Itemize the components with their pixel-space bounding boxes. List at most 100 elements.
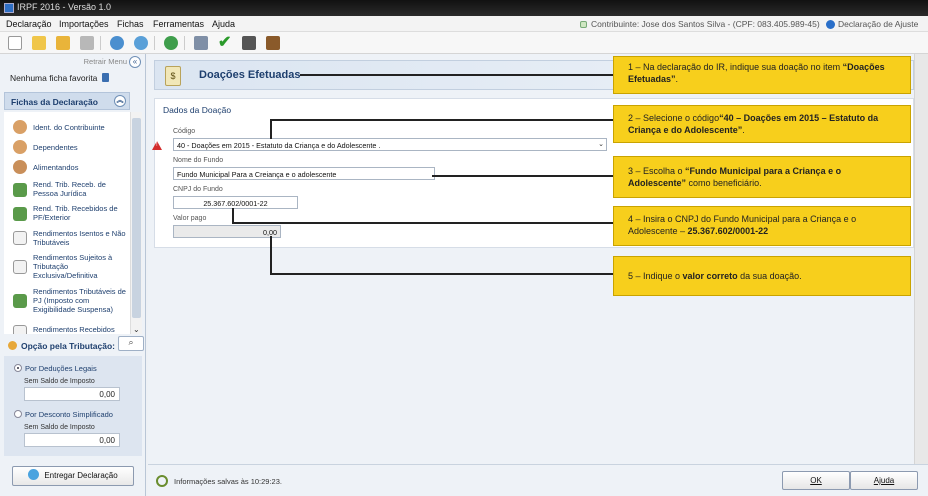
open-icon[interactable] (32, 36, 46, 50)
menu-ajuda[interactable]: Ajuda (212, 19, 236, 29)
toolbar-separator (154, 36, 155, 50)
sidebar-scrollbar[interactable]: ⌄ (130, 112, 142, 334)
sidebar-item-rend-pf-exterior[interactable]: Rend. Trib. Recebidos de PF/Exterior (4, 202, 130, 226)
contribuinte-text: Contribuinte: Jose dos Santos Silva - (C… (591, 19, 820, 29)
cnpj-input[interactable]: 25.367.602/0001-22 (173, 196, 298, 209)
callout-text: 4 – Insira o CNPJ do Fundo Municipal par… (628, 214, 857, 236)
info-icon (826, 20, 835, 29)
menu-fichas[interactable]: Fichas (117, 19, 144, 29)
saved-check-icon (156, 475, 168, 487)
callout-5: 5 – Indique o valor correto da sua doaçã… (613, 256, 911, 296)
sidebar-item-rend-isentos[interactable]: Rendimentos Isentos e Não Tributáveis (4, 226, 130, 250)
print-icon[interactable] (194, 36, 208, 50)
money-icon (13, 183, 27, 197)
collapse-menu-icon[interactable]: « (129, 56, 141, 68)
main-scrollbar[interactable] (914, 54, 928, 464)
connector-line (270, 119, 613, 121)
callout-text: 3 – Escolha o (628, 166, 686, 176)
sidebar-item-label: Rendimentos Isentos e Não Tributáveis (33, 229, 126, 247)
callout-text: como beneficiário. (686, 178, 762, 188)
gear-icon (8, 341, 17, 350)
radio-label: Por Desconto Simplificado (25, 410, 113, 419)
menu-ferramentas[interactable]: Ferramentas (153, 19, 205, 29)
ok-button[interactable]: OK (782, 471, 850, 490)
connector-line (232, 222, 613, 224)
saldo-label: Sem Saldo de Imposto (24, 424, 95, 431)
import2-icon[interactable] (134, 36, 148, 50)
sidebar-item-alimentandos[interactable]: Alimentandos (4, 158, 130, 178)
sidebar-item-rend-acumuladamente[interactable]: Rendimentos Recebidos Acumuladamente (4, 322, 130, 334)
sidebar-item-label: Rend. Trib. Recebidos de PF/Exterior (33, 204, 118, 222)
sidebar-item-ident-contribuinte[interactable]: Ident. do Contribuinte (4, 118, 130, 138)
sidebar-item-rend-pj[interactable]: Rend. Trib. Receb. de Pessoa Jurídica (4, 178, 130, 202)
callout-bold: 25.367.602/0001-22 (687, 226, 769, 236)
radio-desconto-simplificado[interactable]: Por Desconto Simplificado (14, 410, 113, 419)
fichas-header[interactable]: Fichas da Declaração ︽ (4, 92, 130, 110)
contribuinte-info: Contribuinte: Jose dos Santos Silva - (C… (580, 19, 820, 29)
sidebar-item-label: Rendimentos Tributáveis de PJ (Imposto c… (33, 287, 126, 314)
codigo-dropdown[interactable]: 40 - Doações em 2015 - Estatuto da Crian… (173, 138, 607, 151)
globe-icon (28, 469, 40, 480)
sidebar-item-dependentes[interactable]: Dependentes (4, 138, 130, 158)
retrair-menu-label[interactable]: Retrair Menu (83, 57, 127, 66)
search-button[interactable]: ⌕ (118, 336, 144, 351)
radio-selected-icon[interactable] (14, 364, 22, 372)
fichas-title: Fichas da Declaração (11, 97, 98, 107)
chevron-down-icon[interactable]: ⌄ (133, 325, 140, 334)
saldo-label: Sem Saldo de Imposto (24, 378, 95, 385)
valor-label: Valor pago (173, 215, 207, 222)
callout-text: 1 – Na declaração do IR, indique sua doa… (628, 62, 843, 72)
valor-input[interactable]: 0,00 (173, 225, 281, 238)
chevron-down-icon[interactable]: ⌄ (598, 141, 604, 148)
callout-3: 3 – Escolha o “Fundo Municipal para a Cr… (613, 156, 911, 198)
dependents-icon (13, 140, 27, 154)
fundo-label: Nome do Fundo (173, 157, 224, 164)
sidebar-item-rend-exclusiva[interactable]: Rendimentos Sujeitos à Tributação Exclus… (4, 250, 130, 284)
declaracao-ajuste[interactable]: Declaração de Ajuste (826, 19, 918, 29)
delete-icon[interactable] (80, 36, 94, 50)
callout-text: . (742, 125, 745, 135)
callout-text: 2 – Selecione o código (628, 113, 720, 123)
import-icon[interactable] (110, 36, 124, 50)
person-icon (13, 120, 27, 134)
new-icon[interactable] (8, 36, 22, 50)
document-icon (13, 260, 27, 274)
callout-bold: “Doações Efetuadas” (628, 62, 885, 84)
codigo-value: 40 - Doações em 2015 - Estatuto da Crian… (177, 141, 381, 150)
connector-line (270, 119, 272, 139)
sidebar-item-label: Rendimentos Sujeitos à Tributação Exclus… (33, 253, 113, 280)
callout-bold: “Fundo Municipal para a Criança e o Adol… (628, 166, 842, 188)
ajuda-button[interactable]: Ajuda (850, 471, 918, 490)
help-book-icon[interactable] (266, 36, 280, 50)
radio-deducoes-legais[interactable]: Por Deduções Legais (14, 364, 97, 373)
window-title: IRPF 2016 - Versão 1.0 (17, 2, 112, 12)
callout-4: 4 – Insira o CNPJ do Fundo Municipal par… (613, 206, 911, 246)
cnpj-label: CNPJ do Fundo (173, 186, 223, 193)
menu-declaracao[interactable]: Declaração (6, 19, 52, 29)
callout-bold: valor correto (682, 271, 738, 281)
lock-icon (580, 21, 587, 28)
status-bar: Informações salvas às 10:29:23. OK Ajuda (148, 464, 928, 496)
entregar-declaracao-button[interactable]: Entregar Declaração (12, 466, 134, 486)
opcao-tributacao-header: Opção pela Tributação: (4, 337, 142, 355)
menu-importacoes[interactable]: Importações (59, 19, 109, 29)
check-icon[interactable]: ✔ (218, 34, 232, 51)
saldo-value: 0,00 (24, 433, 120, 447)
connector-line (270, 273, 613, 275)
folder-icon[interactable] (56, 36, 70, 50)
sidebar: Retrair Menu « Nenhuma ficha favorita Fi… (0, 54, 146, 496)
toolbar-separator (184, 36, 185, 50)
sidebar-item-label: Alimentandos (33, 163, 79, 172)
calculator-icon[interactable] (242, 36, 256, 50)
page-title: Doações Efetuadas (199, 69, 301, 81)
chevron-up-icon[interactable]: ︽ (114, 95, 126, 107)
scrollbar-thumb[interactable] (132, 118, 141, 318)
radio-unselected-icon[interactable] (14, 410, 22, 418)
sidebar-item-label: Rendimentos Recebidos Acumuladamente (33, 325, 115, 334)
document-icon (13, 231, 27, 245)
globe-icon[interactable] (164, 36, 178, 50)
fundo-input[interactable]: Fundo Municipal Para a Creiança e o adol… (173, 167, 435, 180)
sidebar-item-rend-exig-suspensa[interactable]: Rendimentos Tributáveis de PJ (Imposto c… (4, 284, 130, 320)
opcao-tributacao-box: Por Deduções Legais Sem Saldo de Imposto… (4, 356, 142, 456)
app-icon (4, 3, 14, 13)
